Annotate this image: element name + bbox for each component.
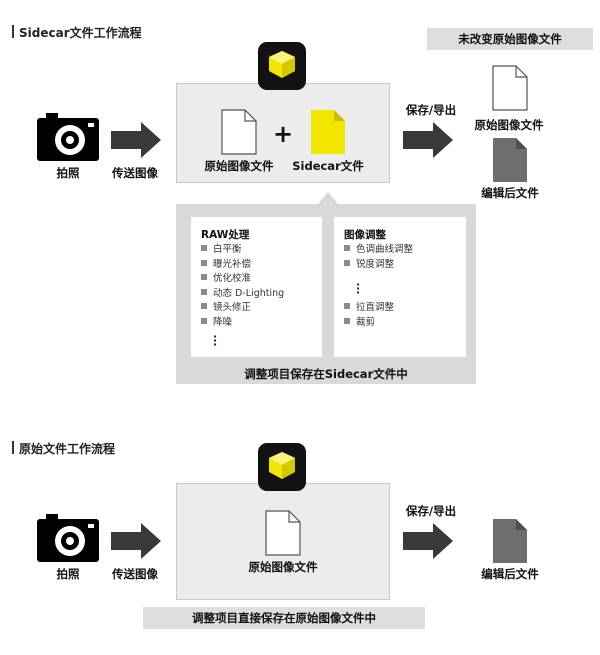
- camera-icon: [37, 514, 99, 562]
- list-item: 降噪: [201, 316, 284, 331]
- document-icon: [492, 65, 528, 111]
- edited-file-icon: [493, 519, 527, 563]
- pointer-triangle: [318, 192, 338, 204]
- plus-icon: +: [273, 120, 294, 148]
- nx-studio-app-icon: [258, 42, 306, 90]
- sidecar-workflow-title: Sidecar文件工作流程: [12, 25, 142, 40]
- camera-label: 拍照: [56, 567, 80, 581]
- output-edited-label: 编辑后文件: [481, 567, 539, 581]
- direct-save-banner: 调整项目直接保存在原始图像文件中: [143, 607, 425, 629]
- arrow-right-icon: [111, 122, 161, 158]
- image-adjustment-panel: 图像调整 色调曲线调整 锐度调整 ··· 拉直调整 裁剪: [334, 217, 466, 357]
- more-items-ellipsis: ···: [213, 330, 218, 351]
- sidecar-document-icon: [311, 110, 345, 154]
- adjust-panel-title: 图像调整: [344, 229, 386, 241]
- save-export-label: 保存/导出: [405, 504, 457, 518]
- document-icon: [265, 510, 301, 556]
- raw-workflow-title: 原始文件工作流程: [11, 441, 116, 456]
- camera-label: 拍照: [56, 166, 80, 180]
- more-items-ellipsis: ···: [356, 278, 361, 299]
- list-item: 锐度调整: [344, 258, 413, 273]
- list-item: 色调曲线调整: [344, 243, 413, 258]
- list-item: 优化校准: [201, 272, 284, 287]
- document-icon: [221, 109, 257, 155]
- unchanged-original-banner: 未改变原始图像文件: [427, 28, 593, 50]
- output-edited-label: 编辑后文件: [481, 186, 539, 200]
- arrow-right-icon: [403, 122, 453, 158]
- output-original-label: 原始图像文件: [474, 118, 544, 132]
- raw-panel-title: RAW处理: [201, 229, 250, 241]
- arrow-right-icon: [403, 523, 453, 559]
- list-item: 裁剪: [344, 316, 394, 331]
- arrow-right-icon: [111, 523, 161, 559]
- list-item: 曝光补偿: [201, 258, 284, 273]
- raw-processing-panel: RAW处理 白平衡 曝光补偿 优化校准 动态 D-Lighting 镜头修正 降…: [191, 217, 322, 357]
- list-item: 拉直调整: [344, 301, 394, 316]
- software-box: [176, 83, 390, 183]
- list-item: 白平衡: [201, 243, 284, 258]
- save-export-label: 保存/导出: [405, 103, 457, 117]
- original-file-label: 原始图像文件: [204, 159, 274, 173]
- camera-icon: [37, 113, 99, 161]
- sidecar-caption: 调整项目保存在Sidecar文件中: [244, 367, 408, 381]
- sidecar-file-label: Sidecar文件: [292, 159, 364, 173]
- list-item: 动态 D-Lighting: [201, 287, 284, 302]
- original-file-label: 原始图像文件: [248, 560, 318, 574]
- list-item: 镜头修正: [201, 301, 284, 316]
- send-image-label: 传送图像: [112, 166, 158, 180]
- send-image-label: 传送图像: [112, 567, 158, 581]
- nx-studio-app-icon: [258, 443, 306, 491]
- edited-file-icon: [493, 138, 527, 182]
